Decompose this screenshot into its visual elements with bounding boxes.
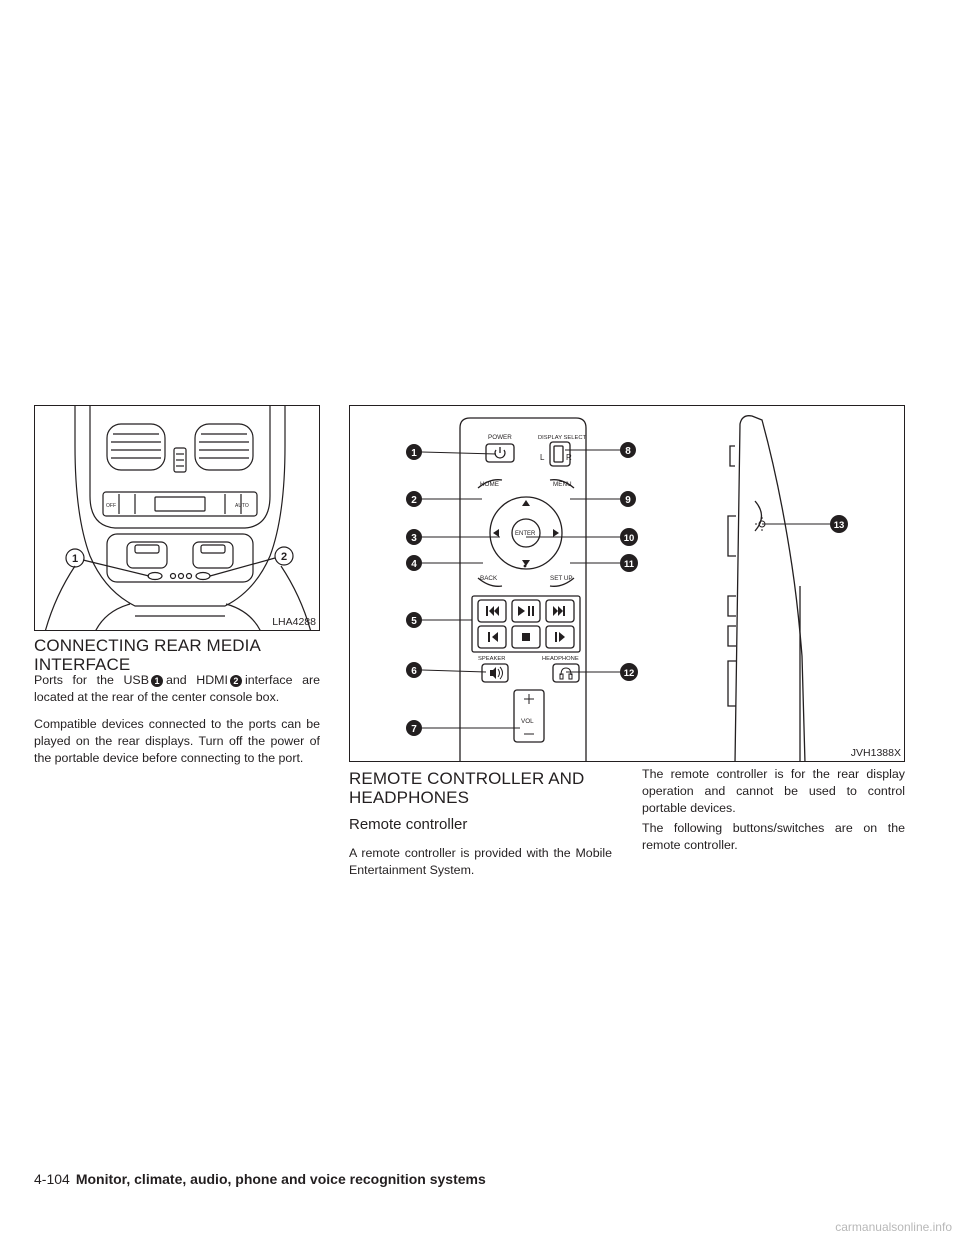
svg-text:AUTO: AUTO	[235, 503, 249, 509]
label-vol: VOL	[521, 718, 534, 725]
callout-2: 2	[406, 491, 422, 507]
callout-10: 10	[620, 528, 638, 546]
label-power: POWER	[488, 434, 512, 441]
callout-3: 3	[406, 529, 422, 545]
callout-4: 4	[406, 555, 422, 571]
svg-text:6: 6	[411, 666, 417, 677]
callout-6: 6	[406, 662, 422, 678]
svg-text:11: 11	[624, 559, 635, 570]
svg-text:4: 4	[411, 559, 417, 570]
display-select-shape	[549, 441, 571, 467]
rear-console-illustration: OFF AUTO 1 2	[44, 406, 312, 630]
callout-7: 7	[406, 720, 422, 736]
figure-code: JVH1388X	[850, 747, 901, 759]
callout-1: 1	[72, 553, 78, 565]
svg-text:13: 13	[834, 520, 845, 531]
callout-5: 5	[406, 612, 422, 628]
label-enter: ENTER	[515, 531, 536, 537]
remote-controller-illustration: POWER DISPLAY SELECT L R HOME MENU ENTER…	[406, 415, 848, 761]
label-r: R	[566, 453, 572, 462]
svg-text:10: 10	[624, 533, 635, 544]
heading-connecting-rear-media: CONNECTING REAR MEDIA INTERFACE	[34, 636, 260, 674]
svg-text:3: 3	[411, 533, 417, 544]
callouts: 1 2 3 4 5 6 7 8 9 10 11 12 13	[406, 442, 848, 736]
callout-12: 12	[620, 663, 638, 681]
page-footer: 4-104 Monitor, climate, audio, phone and …	[34, 1171, 486, 1187]
label-home: HOME	[480, 481, 499, 488]
callout-1-inline: 1	[150, 675, 163, 687]
section-title: Monitor, climate, audio, phone and voice…	[75, 1171, 486, 1187]
callout-2: 2	[281, 551, 287, 563]
callout-9: 9	[620, 491, 636, 507]
svg-text:2: 2	[411, 495, 417, 506]
power-button-shape	[485, 443, 515, 463]
callout-2-circle	[274, 546, 294, 566]
callout-2-inline: 2	[229, 675, 242, 687]
paragraph-buttons-switches: The following buttons/switches are on th…	[642, 821, 905, 852]
paragraph-compatible-devices: Compatible devices connected to the port…	[34, 717, 320, 765]
text: Ports for the USB	[34, 673, 149, 687]
label-l: L	[540, 453, 545, 462]
svg-text:12: 12	[624, 668, 635, 679]
svg-text:9: 9	[625, 495, 631, 506]
paragraph-remote-purpose: The remote controller is for the rear di…	[642, 767, 905, 815]
text: interface are located at the rear of the…	[34, 673, 320, 704]
page-number: 4-104	[34, 1171, 70, 1187]
label-speaker: SPEAKER	[478, 656, 505, 662]
callout-8: 8	[620, 442, 636, 458]
callout-1-circle	[65, 548, 85, 568]
label-back: BACK	[480, 575, 498, 582]
figure-code: LHA4288	[272, 616, 316, 628]
figure-rear-console: OFF AUTO 1 2 LHA4288	[34, 405, 320, 631]
svg-text:1: 1	[411, 448, 417, 459]
label-menu: MENU	[553, 481, 572, 488]
svg-text:8: 8	[625, 446, 631, 457]
figure-remote-controller: POWER DISPLAY SELECT L R HOME MENU ENTER…	[349, 405, 905, 762]
subheading-remote-controller: Remote controller	[349, 816, 468, 833]
heading-remote-controller-headphones: REMOTE CONTROLLER AND HEADPHONES	[349, 769, 585, 807]
callout-1: 1	[406, 444, 422, 460]
paragraph-remote-provided: A remote controller is provided with the…	[349, 846, 612, 877]
watermark: carmanualsonline.info	[835, 1220, 952, 1234]
label-setup: SET UP	[550, 575, 573, 582]
label-display-select: DISPLAY SELECT	[538, 435, 587, 441]
svg-text:7: 7	[411, 724, 417, 735]
callout-11: 11	[620, 554, 638, 572]
callout-13: 13	[830, 515, 848, 533]
svg-text:5: 5	[411, 616, 417, 627]
text: and HDMI	[165, 673, 228, 687]
svg-text:OFF: OFF	[106, 503, 116, 509]
label-headphone: HEADPHONE	[542, 656, 579, 662]
